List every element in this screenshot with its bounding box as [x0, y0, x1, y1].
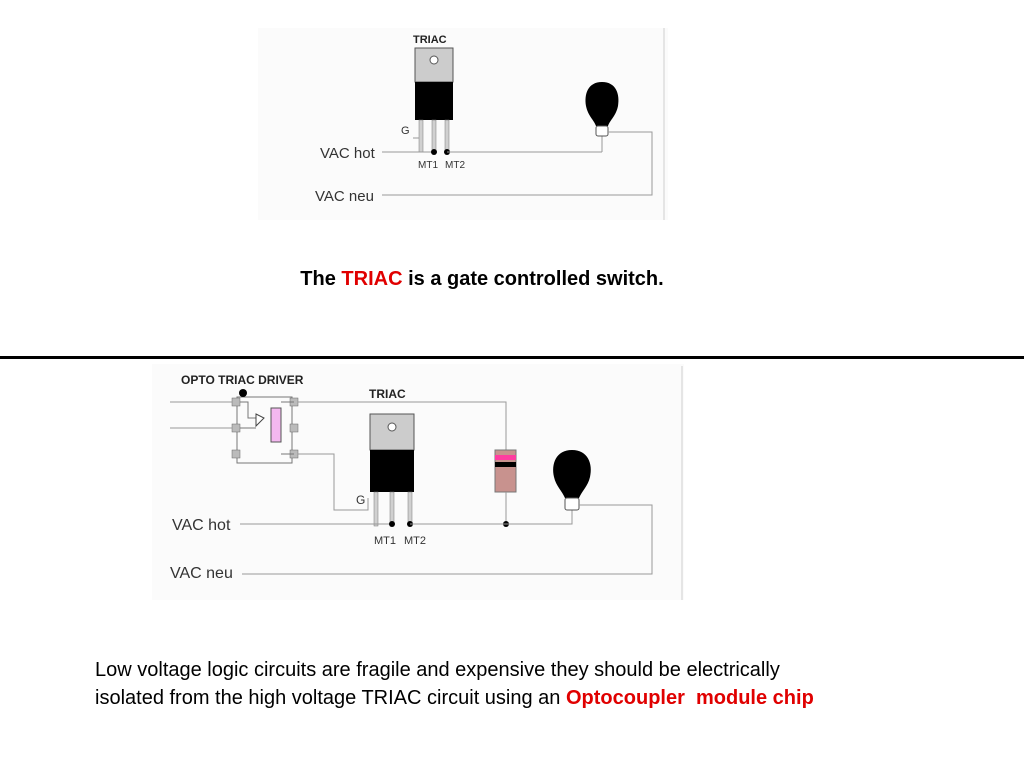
triac-component — [369, 413, 415, 527]
caption-triac-switch: The TRIAC is a gate controlled switch. — [0, 268, 964, 291]
pin4-to-gate-wire — [298, 453, 369, 511]
diagram-opto-triac-driver-svg: OPTO TRIAC DRIVER G TRIAC — [170, 366, 683, 600]
mt2-label: MT2 — [404, 535, 426, 547]
opto-internal-triac — [270, 407, 282, 443]
triac-component — [414, 47, 454, 153]
opto-led-anode-trace — [240, 401, 256, 419]
mt1-label: MT1 — [418, 160, 438, 171]
opto-pin-3 — [231, 449, 241, 459]
vac-hot-label: VAC hot — [320, 145, 376, 162]
diagram-triac-switch: TRIAC G VAC hot MT1 MT2 VAC neu — [258, 28, 668, 220]
lamp-return-wire — [382, 131, 653, 196]
lamp-bulb — [553, 450, 591, 498]
caption2-line1: Low voltage logic circuits are fragile a… — [95, 659, 780, 681]
diagram-opto-triac-driver: OPTO TRIAC DRIVER G TRIAC — [152, 364, 684, 600]
triac-mt2-lead — [407, 491, 413, 527]
mt2-to-lamp-wire — [410, 510, 573, 525]
mt1-junction-dot — [431, 149, 437, 155]
caption1-highlight: TRIAC — [341, 268, 403, 290]
vac-neu-label: VAC neu — [315, 188, 374, 205]
opto-pin1-marker — [239, 389, 247, 397]
mt1-label: MT1 — [374, 535, 396, 547]
caption-optocoupler: Low voltage logic circuits are fragile a… — [95, 656, 975, 712]
opto-chip-body — [236, 396, 293, 464]
opto-driver-chip — [231, 389, 299, 464]
lamp-base — [595, 125, 609, 137]
triac-mt1-lead — [431, 119, 437, 153]
mt1-junction-dot — [389, 521, 395, 527]
triac-mt1-lead — [389, 491, 395, 527]
triac-mt2-lead — [444, 119, 450, 153]
triac-tab — [369, 413, 415, 451]
caption2-line2-prefix: isolated from the high voltage TRIAC cir… — [95, 687, 561, 709]
opto-led-symbol — [255, 413, 265, 428]
gate-label: G — [356, 493, 365, 507]
lamp-bulb — [585, 82, 619, 126]
triac-mount-hole — [429, 55, 439, 65]
triac-gate-lead — [418, 119, 424, 153]
opto-driver-title: OPTO TRIAC DRIVER — [181, 373, 304, 387]
triac-gate-lead — [373, 491, 379, 527]
caption2-highlight-optocoupler: Optocoupler — [565, 687, 685, 709]
triac-body — [415, 82, 453, 120]
caption1-prefix: The — [300, 268, 336, 290]
triac-body — [370, 450, 414, 492]
resistor-band-1 — [495, 455, 516, 460]
section-divider — [0, 356, 1024, 359]
caption2-highlight-module-chip: module chip — [696, 687, 814, 709]
mt2-label: MT2 — [445, 160, 465, 171]
opto-pin-1 — [231, 397, 241, 407]
caption1-suffix: is a gate controlled switch. — [408, 268, 664, 290]
opto-pin-2 — [231, 423, 241, 433]
vac-hot-label: VAC hot — [172, 517, 231, 534]
triac-mount-hole — [387, 422, 397, 432]
lamp-base — [564, 497, 580, 511]
triac-tab — [414, 47, 454, 83]
lamp-icon — [553, 450, 591, 511]
gate-label: G — [401, 125, 410, 137]
pin6-to-resistor-wire — [298, 401, 507, 450]
caption2-line2: isolated from the high voltage TRIAC cir… — [95, 684, 975, 712]
lamp-icon — [585, 82, 619, 137]
opto-pin-5 — [289, 423, 299, 433]
resistor-component — [494, 449, 517, 524]
lamp-return-wire — [242, 504, 653, 575]
vac-neu-label: VAC neu — [170, 565, 233, 582]
triac-title: TRIAC — [369, 387, 406, 401]
triac-title: TRIAC — [413, 34, 447, 46]
diagram-triac-switch-svg: TRIAC G VAC hot MT1 MT2 VAC neu — [315, 28, 665, 220]
resistor-band-2 — [495, 462, 516, 467]
opto-triac-traces — [281, 401, 294, 455]
